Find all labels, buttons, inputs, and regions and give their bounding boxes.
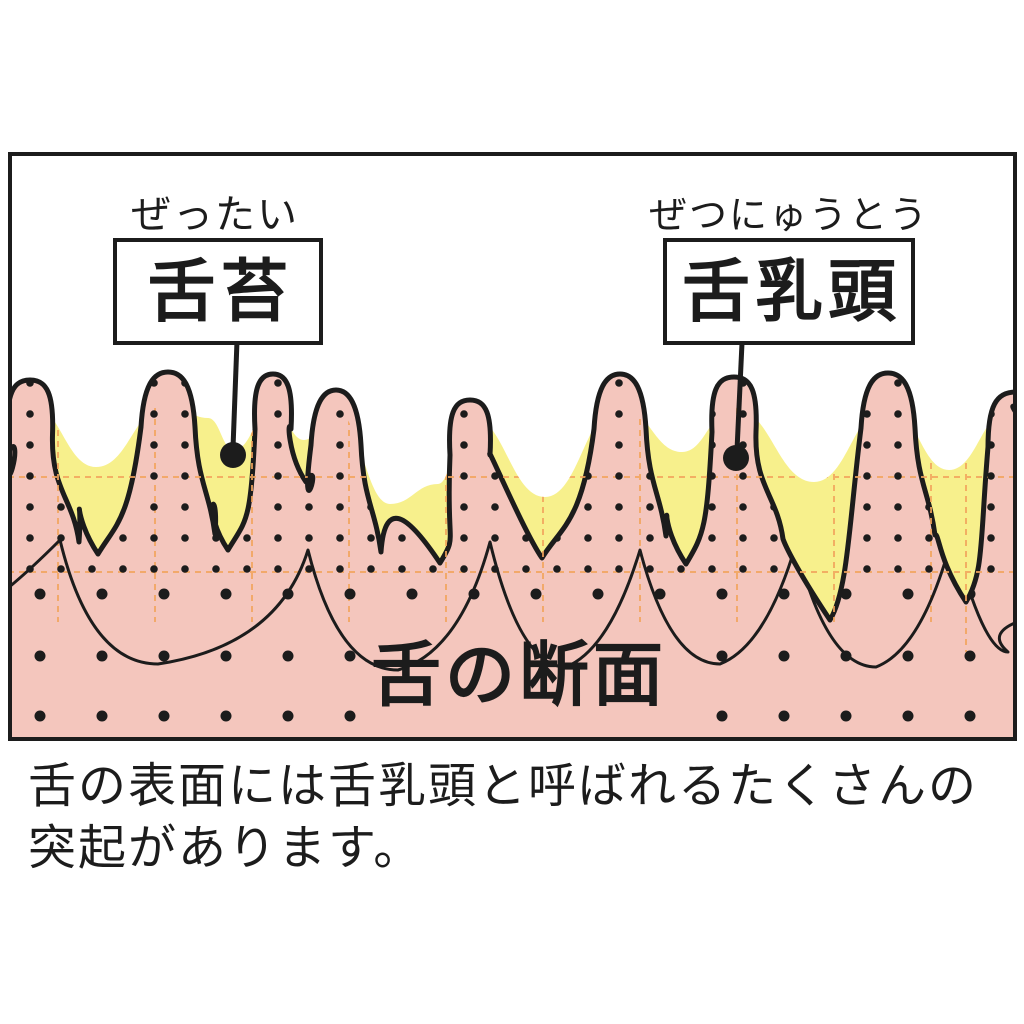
caption: 舌の表面には舌乳頭と呼ばれるたくさんの 突起があります。 [28, 756, 978, 880]
caption-line-1: 舌の表面には舌乳頭と呼ばれるたくさんの [28, 760, 979, 813]
diagram-frame [8, 152, 1017, 741]
caption-line-2: 突起があります。 [28, 822, 424, 875]
coating-label: 舌苔 [147, 253, 294, 330]
coating-callout-line [230, 340, 240, 449]
callouts [220, 340, 749, 471]
papilla-callout-dot [723, 445, 749, 471]
tongue-base-dot-pattern [34, 588, 976, 722]
coating-label-box: 舌苔 [113, 238, 323, 345]
cross-section-label: 舌の断面 [371, 636, 667, 714]
papilla-furigana: ぜつにゅうとう [648, 195, 930, 237]
tongue-body [8, 369, 1017, 741]
papilla-label: 舌乳頭 [681, 253, 901, 330]
tongue-cross-section-art [8, 152, 1017, 741]
inner-tissue-line [8, 532, 1017, 672]
papilla-label-box: 舌乳頭 [663, 238, 915, 345]
coating-furigana: ぜったい [131, 193, 299, 237]
papilla-callout-line [734, 342, 745, 451]
coating-callout-dot [220, 442, 246, 468]
